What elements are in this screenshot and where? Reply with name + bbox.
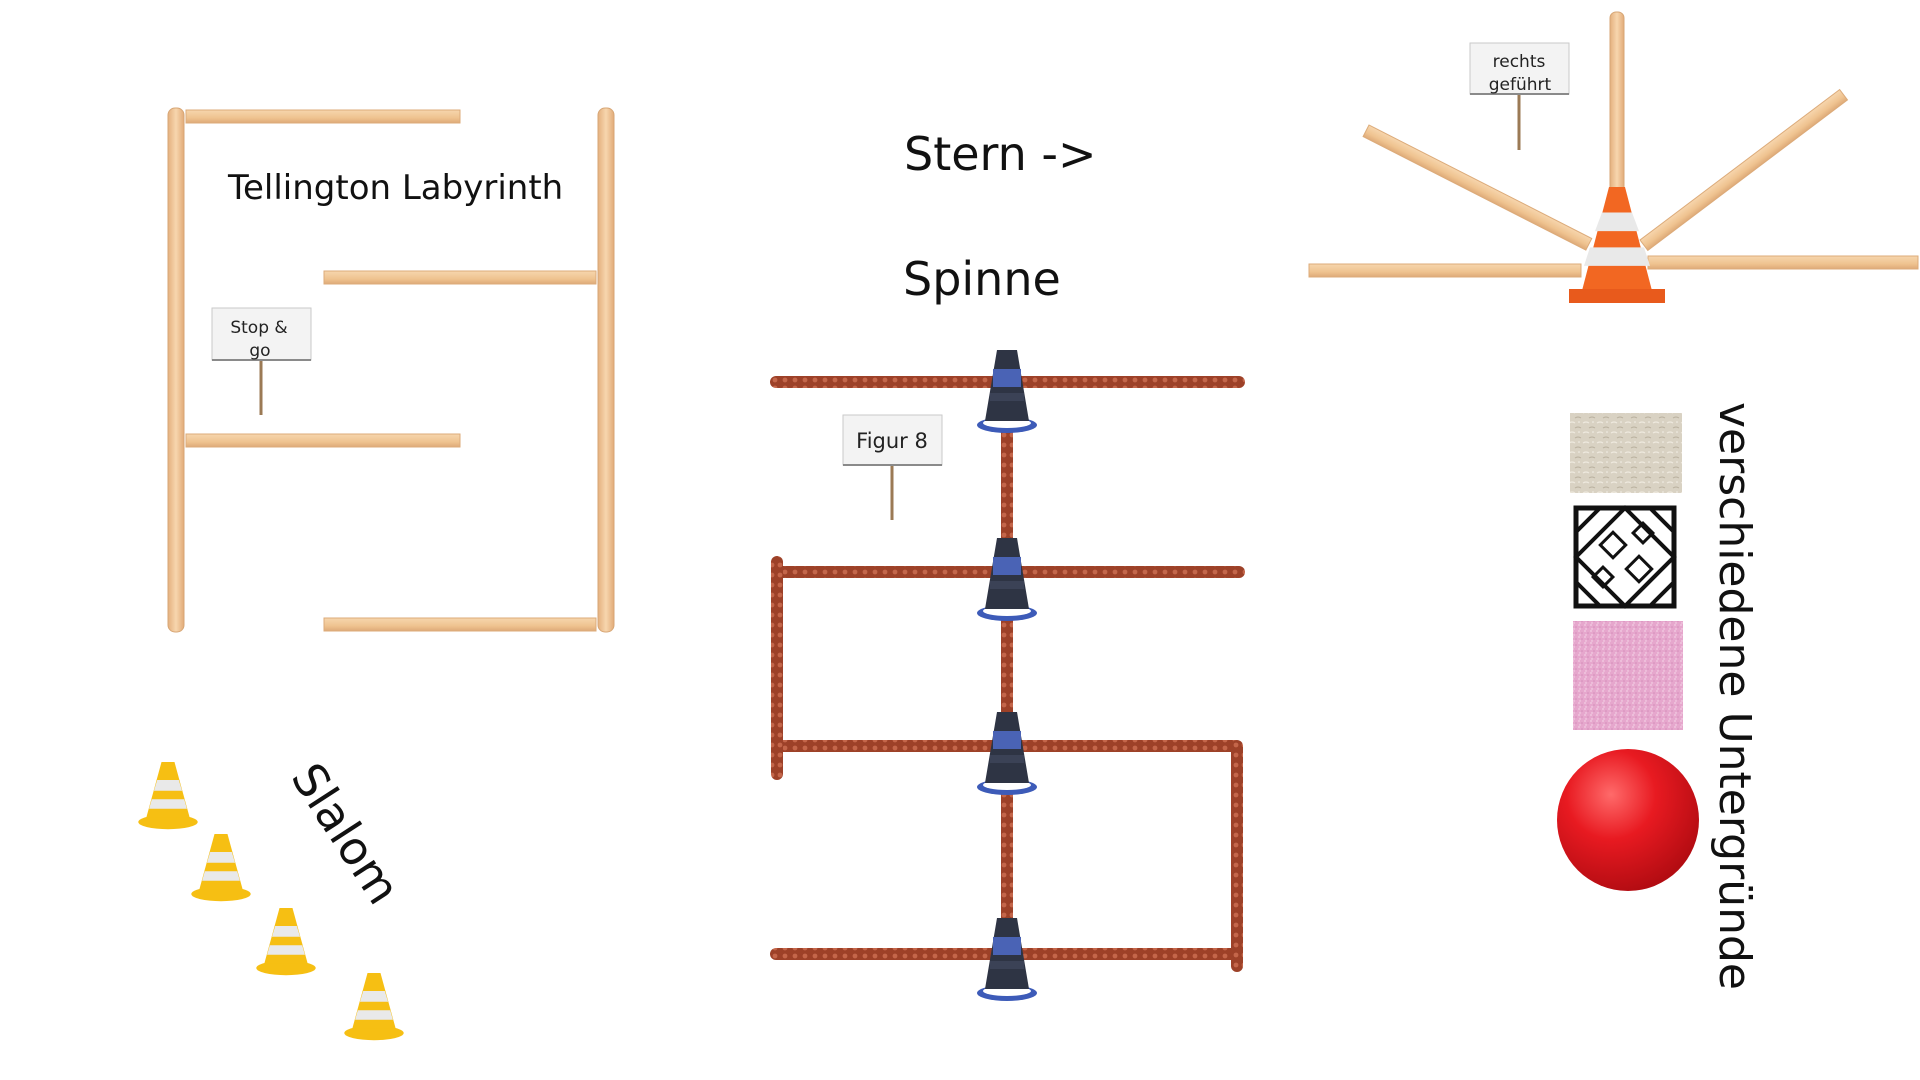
spider-pole-center <box>1001 385 1013 950</box>
star-course: rechts geführt <box>1308 11 1919 303</box>
surfaces-label: verschiedene Untergründe <box>1709 402 1760 990</box>
red-ball-icon <box>1557 749 1699 891</box>
labyrinth-title: Tellington Labyrinth <box>227 168 563 208</box>
sign-stop-go-line2: go <box>249 341 270 361</box>
labyrinth-post-right <box>597 107 615 633</box>
traffic-cone-icon <box>977 712 1037 795</box>
spider-pole-left <box>771 556 783 780</box>
star-stick-top <box>1609 11 1625 213</box>
traffic-cone-icon <box>977 350 1037 433</box>
traffic-cone-icon <box>138 762 198 830</box>
spider-course: Figur 8 <box>770 350 1245 1001</box>
sign-stop-go: Stop & go <box>211 307 312 415</box>
labyrinth-rail-mid-left <box>185 433 461 448</box>
traffic-cone-icon <box>977 538 1037 621</box>
traffic-cone-icon <box>1569 187 1665 303</box>
sign-rechts-line1: rechts <box>1493 52 1546 72</box>
grid-mat-icon <box>1573 505 1677 609</box>
sign-figur-8: Figur 8 <box>842 414 943 520</box>
labyrinth: Tellington Labyrinth Stop & go <box>167 107 615 633</box>
star-stick-left-diag <box>1362 124 1593 251</box>
traffic-cone-icon <box>256 908 316 976</box>
traffic-cone-icon <box>977 918 1037 1001</box>
traffic-cone-icon <box>191 834 251 902</box>
labyrinth-rail-mid-right <box>323 270 597 285</box>
star-stick-right-h <box>1647 255 1919 270</box>
sign-stop-go-line1: Stop & <box>230 318 287 338</box>
spider-pole-right <box>1231 740 1243 972</box>
labyrinth-rail-bottom <box>323 617 597 632</box>
star-stick-left-h <box>1308 263 1582 278</box>
slalom: Slalom <box>138 754 411 1041</box>
surfaces: verschiedene Untergründe <box>1557 402 1760 990</box>
spinne-label: Spinne <box>903 252 1061 306</box>
labyrinth-rail-top <box>185 109 461 124</box>
star-stick-right-diag <box>1639 88 1849 252</box>
sign-figur-8-text: Figur 8 <box>856 429 928 453</box>
slalom-label: Slalom <box>281 754 411 914</box>
labyrinth-post-left <box>167 107 185 633</box>
sign-rechts-line2: geführt <box>1489 75 1552 95</box>
stern-label: Stern -> <box>904 127 1097 181</box>
traffic-cone-icon <box>344 973 404 1041</box>
pink-mat-icon <box>1573 621 1683 730</box>
sign-rechts-gefuehrt: rechts geführt <box>1469 42 1570 150</box>
sand-mat-icon <box>1570 413 1682 493</box>
